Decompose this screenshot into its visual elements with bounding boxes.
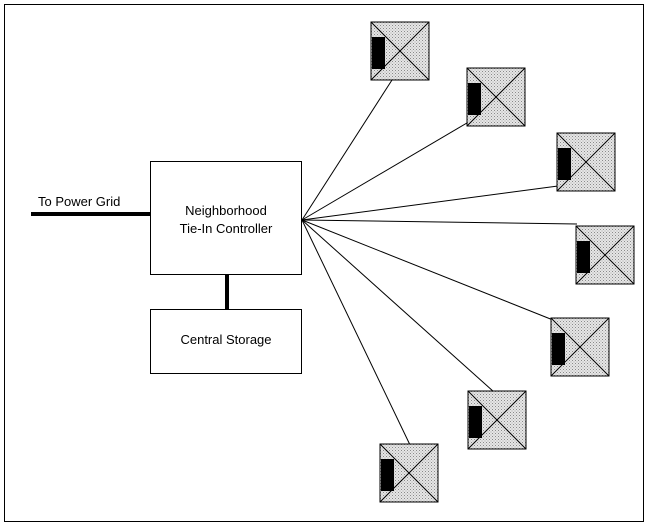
connection-line xyxy=(301,219,412,448)
house-storage-block xyxy=(468,83,481,115)
house-storage-block xyxy=(469,406,482,438)
connection-line xyxy=(301,219,578,225)
connection-line xyxy=(301,219,554,321)
connection-line xyxy=(301,219,495,393)
controller-label-line1: Neighborhood xyxy=(185,203,267,218)
connection-line xyxy=(301,79,393,221)
house-storage-block xyxy=(552,333,565,365)
diagram-frame xyxy=(4,4,644,522)
storage-box xyxy=(150,309,302,374)
connection-line xyxy=(301,185,559,221)
house-storage-block xyxy=(558,148,571,180)
house-storage-block xyxy=(381,459,394,491)
house-3 xyxy=(556,132,616,192)
controller-label: Neighborhood Tie-In Controller xyxy=(150,202,302,238)
connection-line xyxy=(301,119,473,221)
power-grid-label: To Power Grid xyxy=(38,194,121,209)
house-5 xyxy=(550,317,610,377)
house-storage-block xyxy=(577,241,590,273)
controller-box xyxy=(150,161,302,275)
storage-label: Central Storage xyxy=(180,332,272,347)
house-1 xyxy=(370,21,430,81)
controller-label-line2: Tie-In Controller xyxy=(179,221,273,236)
house-6 xyxy=(467,390,527,450)
house-4 xyxy=(575,225,635,285)
house-2 xyxy=(466,67,526,127)
house-connection-lines xyxy=(301,79,578,448)
house-storage-block xyxy=(372,37,385,69)
house-7 xyxy=(379,443,439,503)
